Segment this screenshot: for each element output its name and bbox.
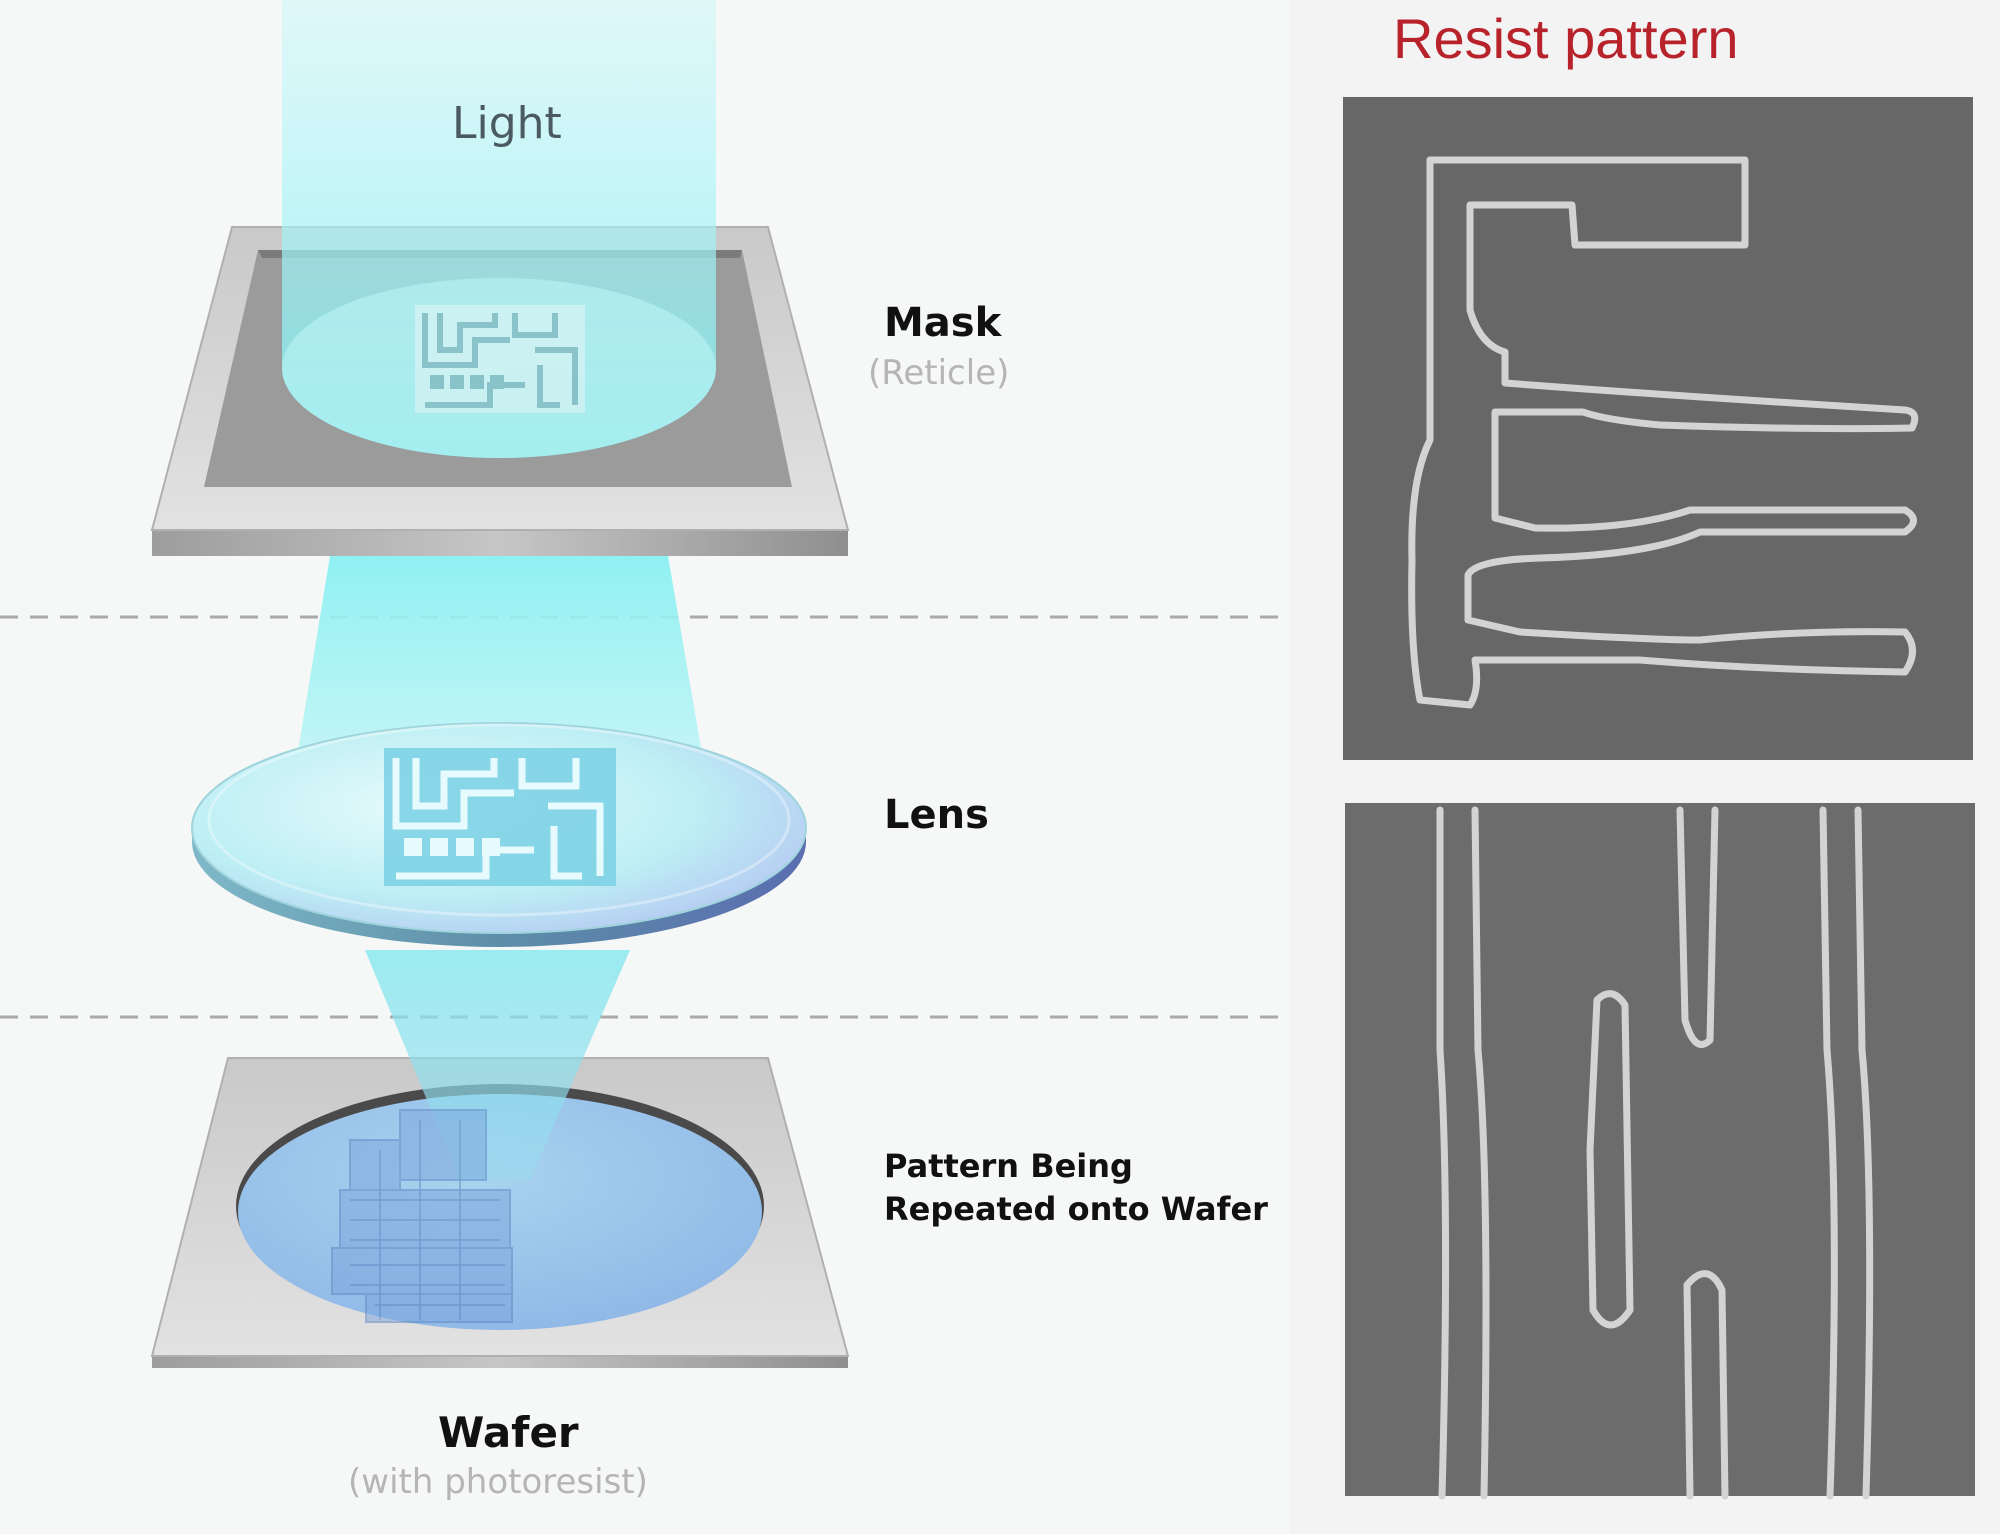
- light-beam-incident: [282, 0, 716, 458]
- mask-label: Mask: [884, 300, 1002, 346]
- light-label: Light: [452, 98, 562, 149]
- sem-bottom-resist-lines: [1436, 806, 1874, 1500]
- wafer-repeated-pattern: [331, 1109, 513, 1323]
- mask-sublabel: (Reticle): [868, 353, 1010, 393]
- pattern-label-line2: Repeated onto Wafer: [884, 1190, 1268, 1228]
- wafer-label: Wafer: [438, 1408, 579, 1457]
- lens-label: Lens: [884, 792, 989, 838]
- resist-pattern-title: Resist pattern: [1393, 7, 1739, 70]
- wafer-sublabel: (with photoresist): [348, 1462, 648, 1502]
- sem-top-resist-lines: [1408, 156, 1919, 709]
- light-beam-to-wafer: [365, 950, 630, 1180]
- lens-circuit-pattern: [384, 748, 616, 886]
- mask-circuit-pattern: [415, 305, 585, 413]
- pattern-label-line1: Pattern Being: [884, 1147, 1133, 1185]
